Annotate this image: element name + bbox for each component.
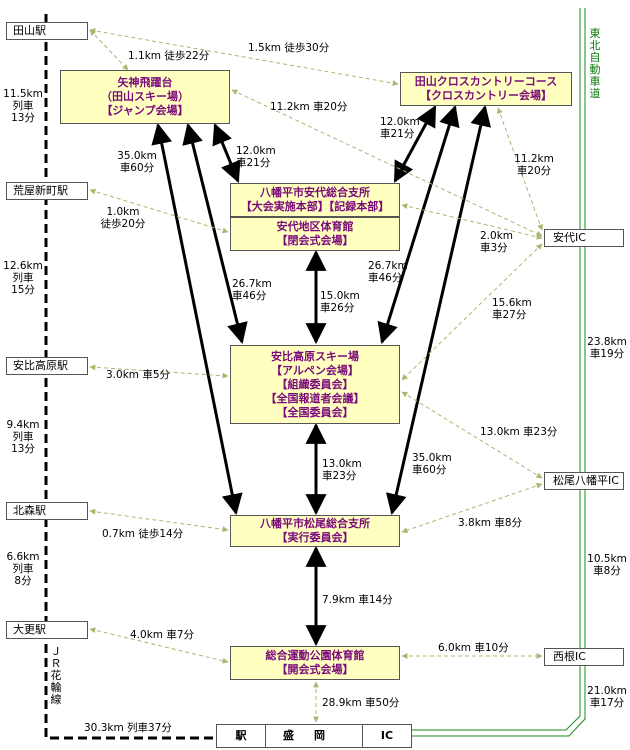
route-label: 13.0km 車23分 xyxy=(480,426,558,438)
route-label: 3.0km 車5分 xyxy=(106,369,171,381)
route-appi-matsuo-ic xyxy=(401,391,543,479)
expressway-line xyxy=(412,8,581,731)
route-label: 1.1km 徒歩22分 xyxy=(128,50,210,62)
route-label: 7.9km 車14分 xyxy=(322,594,393,606)
route-obuke-sogo xyxy=(89,627,229,664)
station-appikogen: 安比高原駅 xyxy=(6,357,88,375)
jr-rail-line xyxy=(44,14,216,740)
route-tayama-jump xyxy=(89,29,129,71)
route-matsuo-ic-branch xyxy=(401,482,543,534)
route-arayashinmachi-branch xyxy=(89,188,229,234)
route-label: 4.0km 車7分 xyxy=(130,629,195,641)
route-jump-branch xyxy=(212,123,241,183)
station-kitamori: 北森駅 xyxy=(6,502,88,520)
morioka-bar: 駅 盛岡 IC xyxy=(216,724,412,748)
venue-ashiro-gym: 安代地区体育館 【閉会式会場】 xyxy=(230,217,400,251)
route-branch-ashiro-ic xyxy=(401,203,543,240)
route-jump-appi xyxy=(182,122,248,345)
route-label: 11.2km 車20分 xyxy=(270,101,348,113)
route-appikogen-appi xyxy=(89,364,229,379)
venue-matsuo-branch: 八幡平市松尾総合支所 【実行委員会】 xyxy=(230,515,400,547)
route-ashiro-ic-appi xyxy=(401,243,543,381)
route-jump-ashiro-ic xyxy=(231,89,543,237)
route-label: 3.8km 車8分 xyxy=(458,517,523,529)
route-kitamori-branch xyxy=(89,508,229,533)
venue-jump: 矢神飛躍台 （田山スキー場） 【ジャンプ会場】 xyxy=(60,70,230,124)
route-jump-matsuo xyxy=(151,122,243,516)
venue-crosscountry: 田山クロスカントリーコース 【クロスカントリー会場】 xyxy=(400,72,572,106)
venue-sogo-gym: 総合運動公園体育館 【開会式会場】 xyxy=(230,646,400,680)
route-label: 1.5km 徒歩30分 xyxy=(248,42,330,54)
route-tayama-xc xyxy=(89,27,399,87)
venue-ashiro-branch: 八幡平市安代総合支所 【大会実施本部】【記録本部】 xyxy=(230,183,400,217)
route-label: 0.7km 徒歩14分 xyxy=(102,528,184,540)
station-tayama: 田山駅 xyxy=(6,22,88,40)
route-label: 28.9km 車50分 xyxy=(322,697,400,709)
route-label: 30.3km 列車37分 xyxy=(84,722,172,734)
expressway-name: 東北自動車道 xyxy=(589,27,601,100)
ic-matsuo: 松尾八幡平IC xyxy=(544,472,624,490)
station-arayashinmachi: 荒屋新町駅 xyxy=(6,182,88,200)
ic-ashiro: 安代IC xyxy=(544,229,624,247)
morioka-station-cell: 駅 xyxy=(217,725,266,747)
morioka-ic-cell: IC xyxy=(380,729,394,742)
venue-appi: 安比高原スキー場 【アルペン会場】 【組織委員会】 【全国報道者会議】 【全国委… xyxy=(230,345,400,424)
morioka-city-cell: 盛岡 xyxy=(266,725,363,747)
station-obuke: 大更駅 xyxy=(6,621,88,639)
ic-nishine: 西根IC xyxy=(544,648,624,666)
route-label: 6.0km 車10分 xyxy=(438,642,509,654)
